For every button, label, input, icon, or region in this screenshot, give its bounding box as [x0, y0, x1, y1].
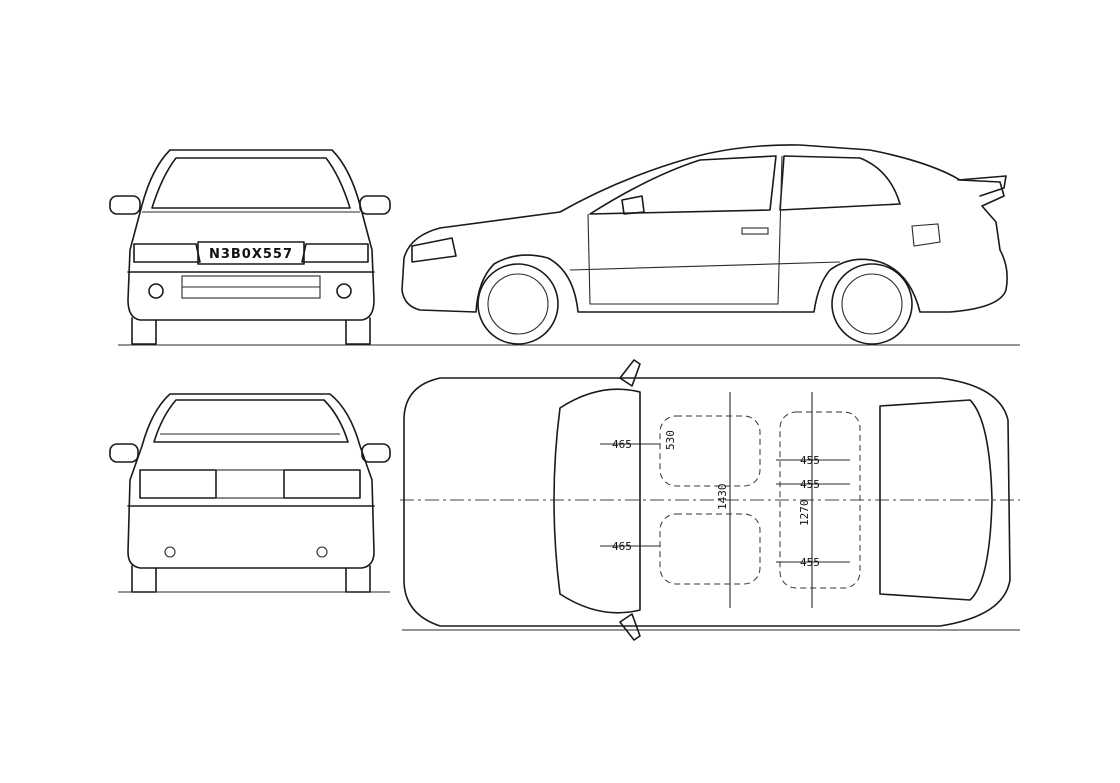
front-body-outline — [127, 149, 375, 321]
front-rim — [487, 273, 549, 335]
left-mirror — [109, 195, 141, 215]
right-exhaust — [316, 546, 328, 558]
door-handle — [741, 227, 769, 235]
top-body-outline — [403, 377, 1011, 627]
dim-rear-seat-lower: 455 — [800, 556, 820, 569]
dim-front-seat-width: 530 — [664, 430, 677, 450]
top-windshield — [553, 388, 641, 614]
side-mirror — [621, 195, 645, 215]
side-headlight — [411, 237, 457, 263]
rear-rim — [841, 273, 903, 335]
rear-body-outline — [127, 393, 375, 569]
rear-spoiler — [957, 175, 1007, 197]
dim-rear-shoulder: 1270 — [798, 500, 811, 527]
right-headlight — [301, 243, 369, 263]
left-taillight — [139, 469, 217, 499]
rear-left-mirror — [109, 443, 139, 463]
top-view: 465 465 530 1430 1270 455 455 455 — [400, 359, 1020, 641]
license-plate — [197, 241, 305, 265]
dim-front-seat-upper: 465 — [612, 438, 632, 451]
side-view — [401, 144, 1008, 345]
right-taillight — [283, 469, 361, 499]
plate-text: N3B0X557 — [209, 247, 293, 262]
fuel-cap — [911, 223, 941, 247]
right-foglight — [336, 283, 352, 299]
front-view: N3B0X557 — [109, 149, 1020, 346]
rear-window — [153, 399, 349, 443]
left-foglight — [148, 283, 164, 299]
rear-left-tire — [131, 565, 157, 593]
front-seat-right — [659, 513, 761, 585]
windshield — [151, 157, 351, 209]
dim-rear-seat-upper: 455 — [800, 454, 820, 467]
left-exhaust — [164, 546, 176, 558]
front-right-tire — [345, 317, 371, 345]
body-crease — [569, 261, 841, 271]
top-left-mirror — [619, 359, 641, 387]
rear-right-mirror — [361, 443, 391, 463]
left-headlight — [133, 243, 201, 263]
rear-view — [109, 393, 391, 593]
right-mirror — [359, 195, 391, 215]
door-outline — [587, 155, 783, 305]
front-wheel — [477, 263, 559, 345]
dim-rear-seat-mid: 455 — [800, 478, 820, 491]
dim-front-seat-lower: 465 — [612, 540, 632, 553]
front-left-tire — [131, 317, 157, 345]
dim-front-shoulder: 1430 — [716, 484, 729, 511]
top-rear-window — [879, 399, 993, 601]
rear-side-window — [779, 155, 901, 211]
rear-bench — [779, 411, 861, 589]
top-right-mirror — [619, 613, 641, 641]
rear-wheel — [831, 263, 913, 345]
front-seat-left — [659, 415, 761, 487]
rear-right-tire — [345, 565, 371, 593]
side-body-outline — [401, 144, 1008, 313]
front-side-window — [589, 155, 777, 215]
rear-plate-area — [215, 469, 285, 499]
